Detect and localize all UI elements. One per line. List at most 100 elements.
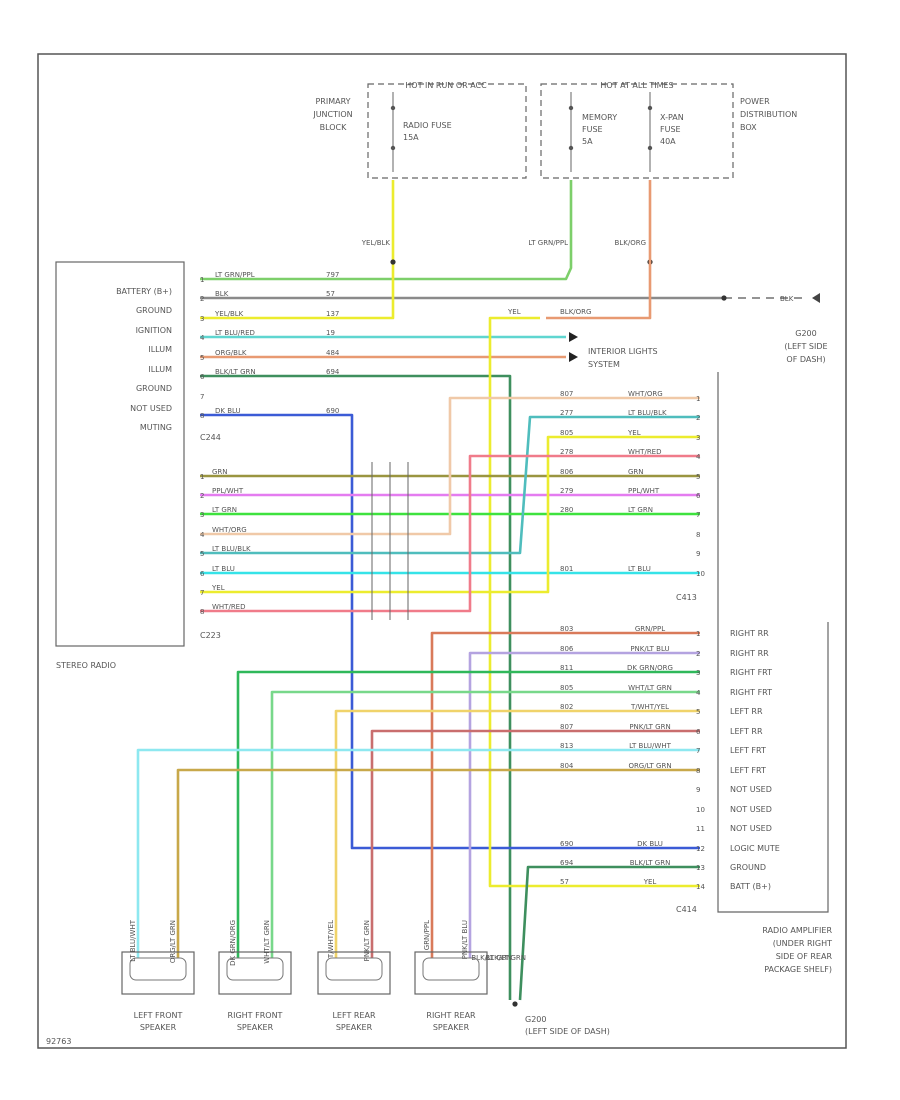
speaker-body bbox=[317, 951, 391, 995]
g200-ground-arrow bbox=[812, 293, 820, 303]
c414-pin-number: 9 bbox=[696, 786, 700, 794]
speaker-name-line1: RIGHT REAR bbox=[426, 1011, 476, 1020]
c414-pin-number: 12 bbox=[696, 845, 705, 853]
c244-circuit-number: 690 bbox=[326, 407, 339, 415]
c244-circuit-number: 484 bbox=[326, 349, 340, 357]
amplifier-title-line1: RADIO AMPLIFIER bbox=[762, 926, 832, 935]
c413-pin-number: 2 bbox=[696, 414, 700, 422]
c223-label: C223 bbox=[200, 631, 221, 640]
c414-circuit-number: 805 bbox=[560, 684, 573, 692]
c414-wire-label: DK BLU bbox=[637, 840, 663, 848]
c244-wire-label: LT GRN/PPL bbox=[215, 271, 255, 279]
wire-harness bbox=[136, 180, 820, 1007]
c414-wire-label: ORG/LT GRN bbox=[628, 762, 671, 770]
ground-wire-label-1: BLK/LT GRN bbox=[471, 954, 512, 962]
pdb-title-line1: POWER bbox=[740, 97, 770, 106]
c414-wire-label: WHT/LT GRN bbox=[628, 684, 672, 692]
c413-circuit-number: 279 bbox=[560, 487, 573, 495]
c413-circuit-number: 280 bbox=[560, 506, 573, 514]
c223-wire-label: LT GRN bbox=[212, 506, 237, 514]
c413-wire-label: LT BLU bbox=[628, 565, 651, 573]
wire-blk-lt-grn-694 bbox=[200, 374, 512, 1000]
c413-pin-number: 7 bbox=[696, 511, 700, 519]
part-number: 92763 bbox=[46, 1037, 71, 1046]
c244-circuit-number: 797 bbox=[326, 271, 339, 279]
radio-pin-label: ILLUM bbox=[148, 365, 172, 374]
c223-pin-number: 3 bbox=[200, 511, 204, 519]
c413-pin-number: 4 bbox=[696, 453, 701, 461]
wire-org-lt-grn-804 bbox=[176, 768, 700, 958]
interior-lights-line2: SYSTEM bbox=[588, 360, 620, 369]
c223-wire-label: WHT/ORG bbox=[212, 526, 247, 534]
amplifier-title-line3: SIDE OF REAR bbox=[776, 952, 833, 961]
speaker-wire-b-label: ORG/LT GRN bbox=[169, 920, 177, 963]
speaker-name-line1: LEFT FRONT bbox=[134, 1011, 183, 1020]
c413-wire-label: WHT/ORG bbox=[628, 390, 663, 398]
g200-top-line1: G200 bbox=[795, 329, 816, 338]
c413-wire-label: YEL bbox=[627, 429, 641, 437]
wire-pnk-lt-blu-806 bbox=[468, 651, 700, 958]
c414-circuit-number: 804 bbox=[560, 762, 574, 770]
c413-wire-label: LT BLU/BLK bbox=[628, 409, 667, 417]
c414-circuit-number: 802 bbox=[560, 703, 573, 711]
speaker-name-line1: RIGHT FRONT bbox=[228, 1011, 283, 1020]
blk-org-row-label: BLK/ORG bbox=[560, 308, 591, 316]
wire-lt-blu-blk-277 bbox=[200, 415, 700, 555]
c414-wire-label: T/WHT/YEL bbox=[630, 703, 669, 711]
c244-label: C244 bbox=[200, 433, 221, 442]
speaker-body bbox=[121, 951, 195, 995]
c414-circuit-number: 57 bbox=[560, 878, 569, 886]
c223-pin-number: 8 bbox=[200, 608, 204, 616]
c413-wire-label: LT GRN bbox=[628, 506, 653, 514]
wire-yel-blk-137 bbox=[200, 180, 395, 320]
c414-pin-number: 8 bbox=[696, 767, 700, 775]
speaker-wire-a-label: T/WHT/YEL bbox=[327, 920, 335, 959]
c413-circuit-number: 278 bbox=[560, 448, 573, 456]
c414-pin-number: 3 bbox=[696, 669, 700, 677]
c244-circuit-number: 137 bbox=[326, 310, 339, 318]
memory-fuse-rating: 5A bbox=[582, 137, 593, 146]
c244-pin-number: 7 bbox=[200, 393, 204, 401]
c414-function-label: NOT USED bbox=[730, 785, 772, 794]
interior-lights-arrow-2 bbox=[569, 352, 578, 362]
wire-wht-lt-grn-805 bbox=[270, 690, 700, 958]
c414-wire-label: YEL bbox=[643, 878, 657, 886]
interior-lights-line1: INTERIOR LIGHTS bbox=[588, 347, 658, 356]
speaker-cone bbox=[422, 957, 480, 981]
radio-pin-label: GROUND bbox=[136, 306, 172, 315]
c244-wire-label: BLK bbox=[215, 290, 229, 298]
speaker-name-line2: SPEAKER bbox=[336, 1023, 373, 1032]
radio-pin-label: IGNITION bbox=[136, 326, 172, 335]
c244-circuit-number: 694 bbox=[326, 368, 340, 376]
c414-function-label: LEFT RR bbox=[730, 707, 763, 716]
c244-wire-label: LT BLU/RED bbox=[215, 329, 255, 337]
c414-label: C414 bbox=[676, 905, 697, 914]
radio-pin-list: BATTERY (B+)GROUNDIGNITIONILLUMILLUMGROU… bbox=[116, 287, 172, 432]
c414-pin-number: 4 bbox=[696, 689, 701, 697]
c414-function-label: RIGHT RR bbox=[730, 629, 769, 638]
c414-pin-number: 7 bbox=[696, 747, 700, 755]
c414-pin-number: 1 bbox=[696, 630, 700, 638]
power-distribution-box: HOT AT ALL TIMES POWER DISTRIBUTION BOX … bbox=[540, 81, 797, 179]
speaker-wire-a-label: LT BLU/WHT bbox=[129, 919, 137, 961]
c414-wire-label: PNK/LT GRN bbox=[629, 723, 670, 731]
ground-wire-label-2: BLK/LT GRN bbox=[485, 954, 526, 962]
wire-dk-blu-690 bbox=[200, 413, 700, 850]
g200-bottom-line2: (LEFT SIDE OF DASH) bbox=[525, 1027, 610, 1036]
wire-lt-grn-ppl-797 bbox=[200, 180, 573, 281]
c414-function-label: LEFT FRT bbox=[730, 766, 766, 775]
wire-yel-57-batt bbox=[488, 316, 700, 888]
c244-wire-label: YEL/BLK bbox=[214, 310, 244, 318]
g200-top-ground: G200 (LEFT SIDE OF DASH) BLK bbox=[780, 295, 828, 364]
amplifier-title-line4: PACKAGE SHELF) bbox=[764, 965, 832, 974]
wire-wht-org-807 bbox=[200, 396, 700, 536]
c414-pin-number: 11 bbox=[696, 825, 705, 833]
wire-grn-ppl-803 bbox=[430, 631, 700, 958]
c223-wire-label: WHT/RED bbox=[212, 603, 246, 611]
c244-pin-number: 2 bbox=[200, 295, 204, 303]
xpan-fuse-rating: 40A bbox=[660, 137, 676, 146]
wire-lt-blu-wht-813 bbox=[136, 748, 700, 958]
speaker-cone bbox=[226, 957, 284, 981]
c414-function-label: NOT USED bbox=[730, 805, 772, 814]
